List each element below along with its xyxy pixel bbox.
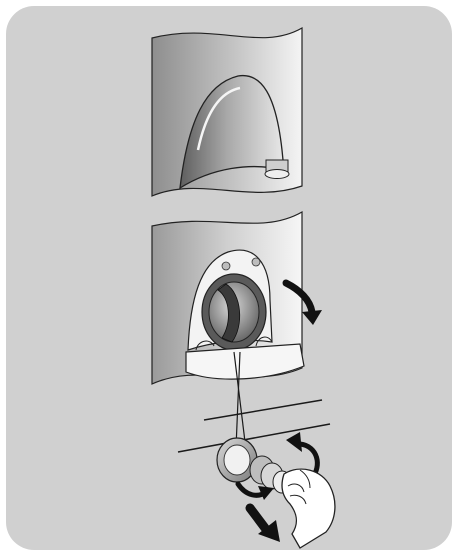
filter-cap [202, 274, 266, 350]
lower-panel [152, 212, 322, 384]
upper-panel [152, 28, 302, 196]
knob-icon [265, 160, 289, 179]
